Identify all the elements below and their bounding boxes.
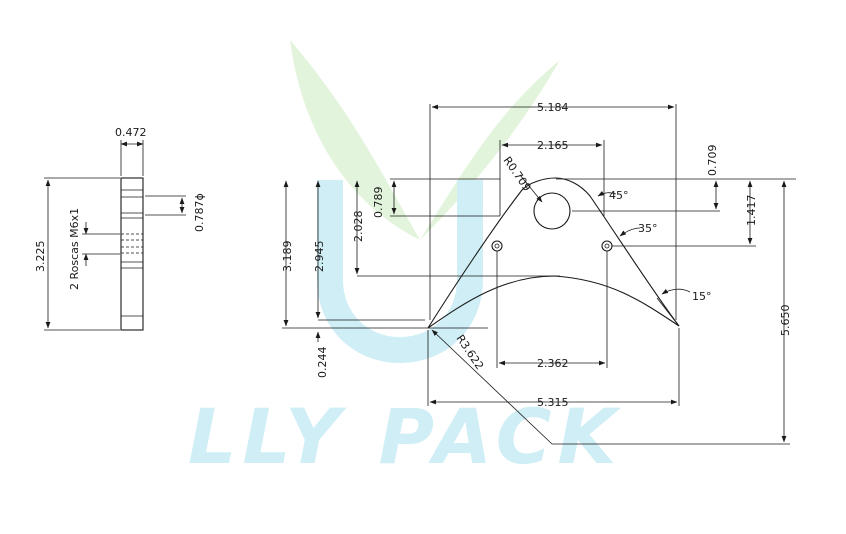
front-view: 5.184 2.165 R0.709 0.709 45° 35° 1.417 1… [281, 101, 796, 445]
dim-left-height-2: 2.945 [313, 241, 326, 273]
dim-bottom-offset: 0.244 [316, 347, 329, 379]
dim-left-height-4: 0.789 [372, 187, 385, 219]
mount-hole-left [491, 240, 503, 252]
dim-side-bore: 0.787ϕ [193, 193, 206, 232]
dim-side-height: 3.225 [34, 241, 47, 273]
dim-top-flat: 2.165 [537, 139, 569, 152]
dim-overall-height: 5.650 [779, 305, 792, 337]
watermark-text: LLY PACK [188, 392, 622, 481]
watermark-leaf-icon [290, 40, 420, 240]
mount-hole-right [601, 240, 613, 252]
dim-radius-offset: 0.709 [706, 145, 719, 177]
dim-hole-vertical: 1.417 [745, 195, 758, 227]
dim-top-width: 5.184 [537, 101, 569, 114]
dim-side-width: 0.472 [115, 126, 147, 139]
dim-angle-tip: 15° [692, 290, 712, 303]
label-threads: 2 Roscas M6x1 [68, 208, 81, 290]
watermark: LLY PACK [188, 40, 622, 481]
side-view: 0.472 3.225 0.787ϕ 2 Roscas M6x1 [34, 126, 206, 331]
dim-angle-mid: 35° [638, 222, 658, 235]
dim-base-width: 5.315 [537, 396, 569, 409]
dim-left-height-3: 2.028 [352, 211, 365, 243]
dim-angle-top: 45° [609, 189, 629, 202]
watermark-cup-icon [317, 180, 483, 364]
dim-top-radius: R0.709 [501, 154, 534, 194]
dim-hole-spacing: 2.362 [537, 357, 569, 370]
dim-left-height-1: 3.189 [281, 241, 294, 273]
center-bore [533, 192, 571, 230]
